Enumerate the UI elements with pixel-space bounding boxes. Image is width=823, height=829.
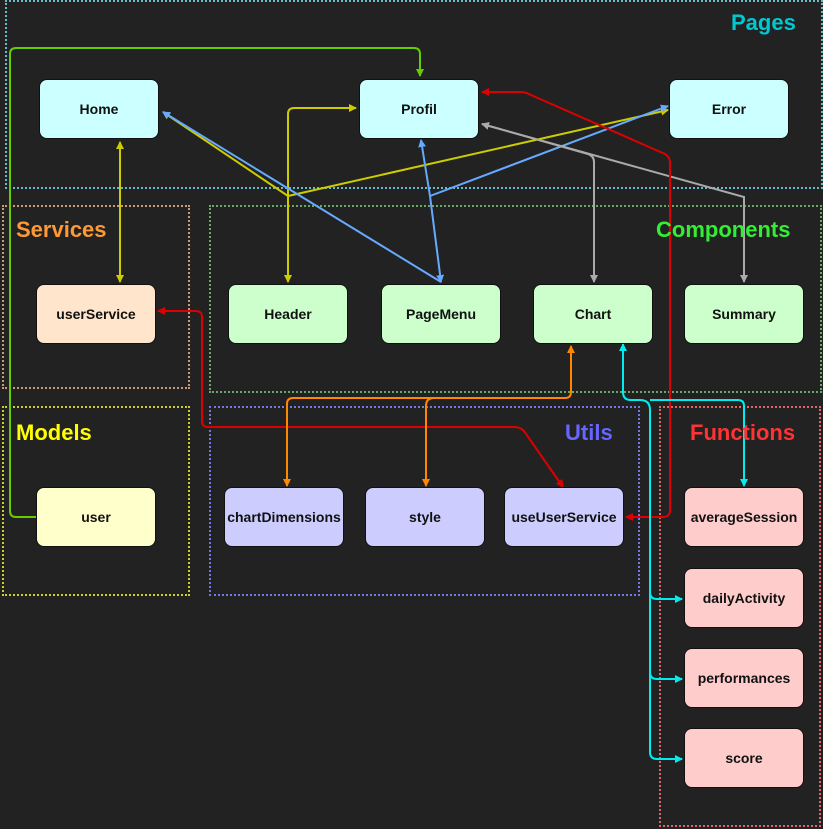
utils-label: Utils xyxy=(565,420,613,445)
header-node[interactable]: Header xyxy=(228,284,348,344)
functions-label: Functions xyxy=(690,420,796,445)
style-node[interactable]: style xyxy=(365,487,485,547)
profil-node[interactable]: Profil xyxy=(359,79,479,139)
home-node[interactable]: Home xyxy=(39,79,159,139)
score-node[interactable]: score xyxy=(684,728,804,788)
pages-label: Pages xyxy=(731,10,796,35)
components-label: Components xyxy=(656,217,791,242)
chart-node[interactable]: Chart xyxy=(533,284,653,344)
summary-node[interactable]: Summary xyxy=(684,284,804,344)
userservice-node[interactable]: userService xyxy=(36,284,156,344)
services-label: Services xyxy=(16,217,107,242)
dailyactivity-node[interactable]: dailyActivity xyxy=(684,568,804,628)
averagesession-node[interactable]: averageSession xyxy=(684,487,804,547)
performances-node[interactable]: performances xyxy=(684,648,804,708)
user-node[interactable]: user xyxy=(36,487,156,547)
error-node[interactable]: Error xyxy=(669,79,789,139)
models-label: Models xyxy=(16,420,92,445)
useuserservice-node[interactable]: useUserService xyxy=(504,487,624,547)
chartdimensions-node[interactable]: chartDimensions xyxy=(224,487,344,547)
pagemenu-node[interactable]: PageMenu xyxy=(381,284,501,344)
